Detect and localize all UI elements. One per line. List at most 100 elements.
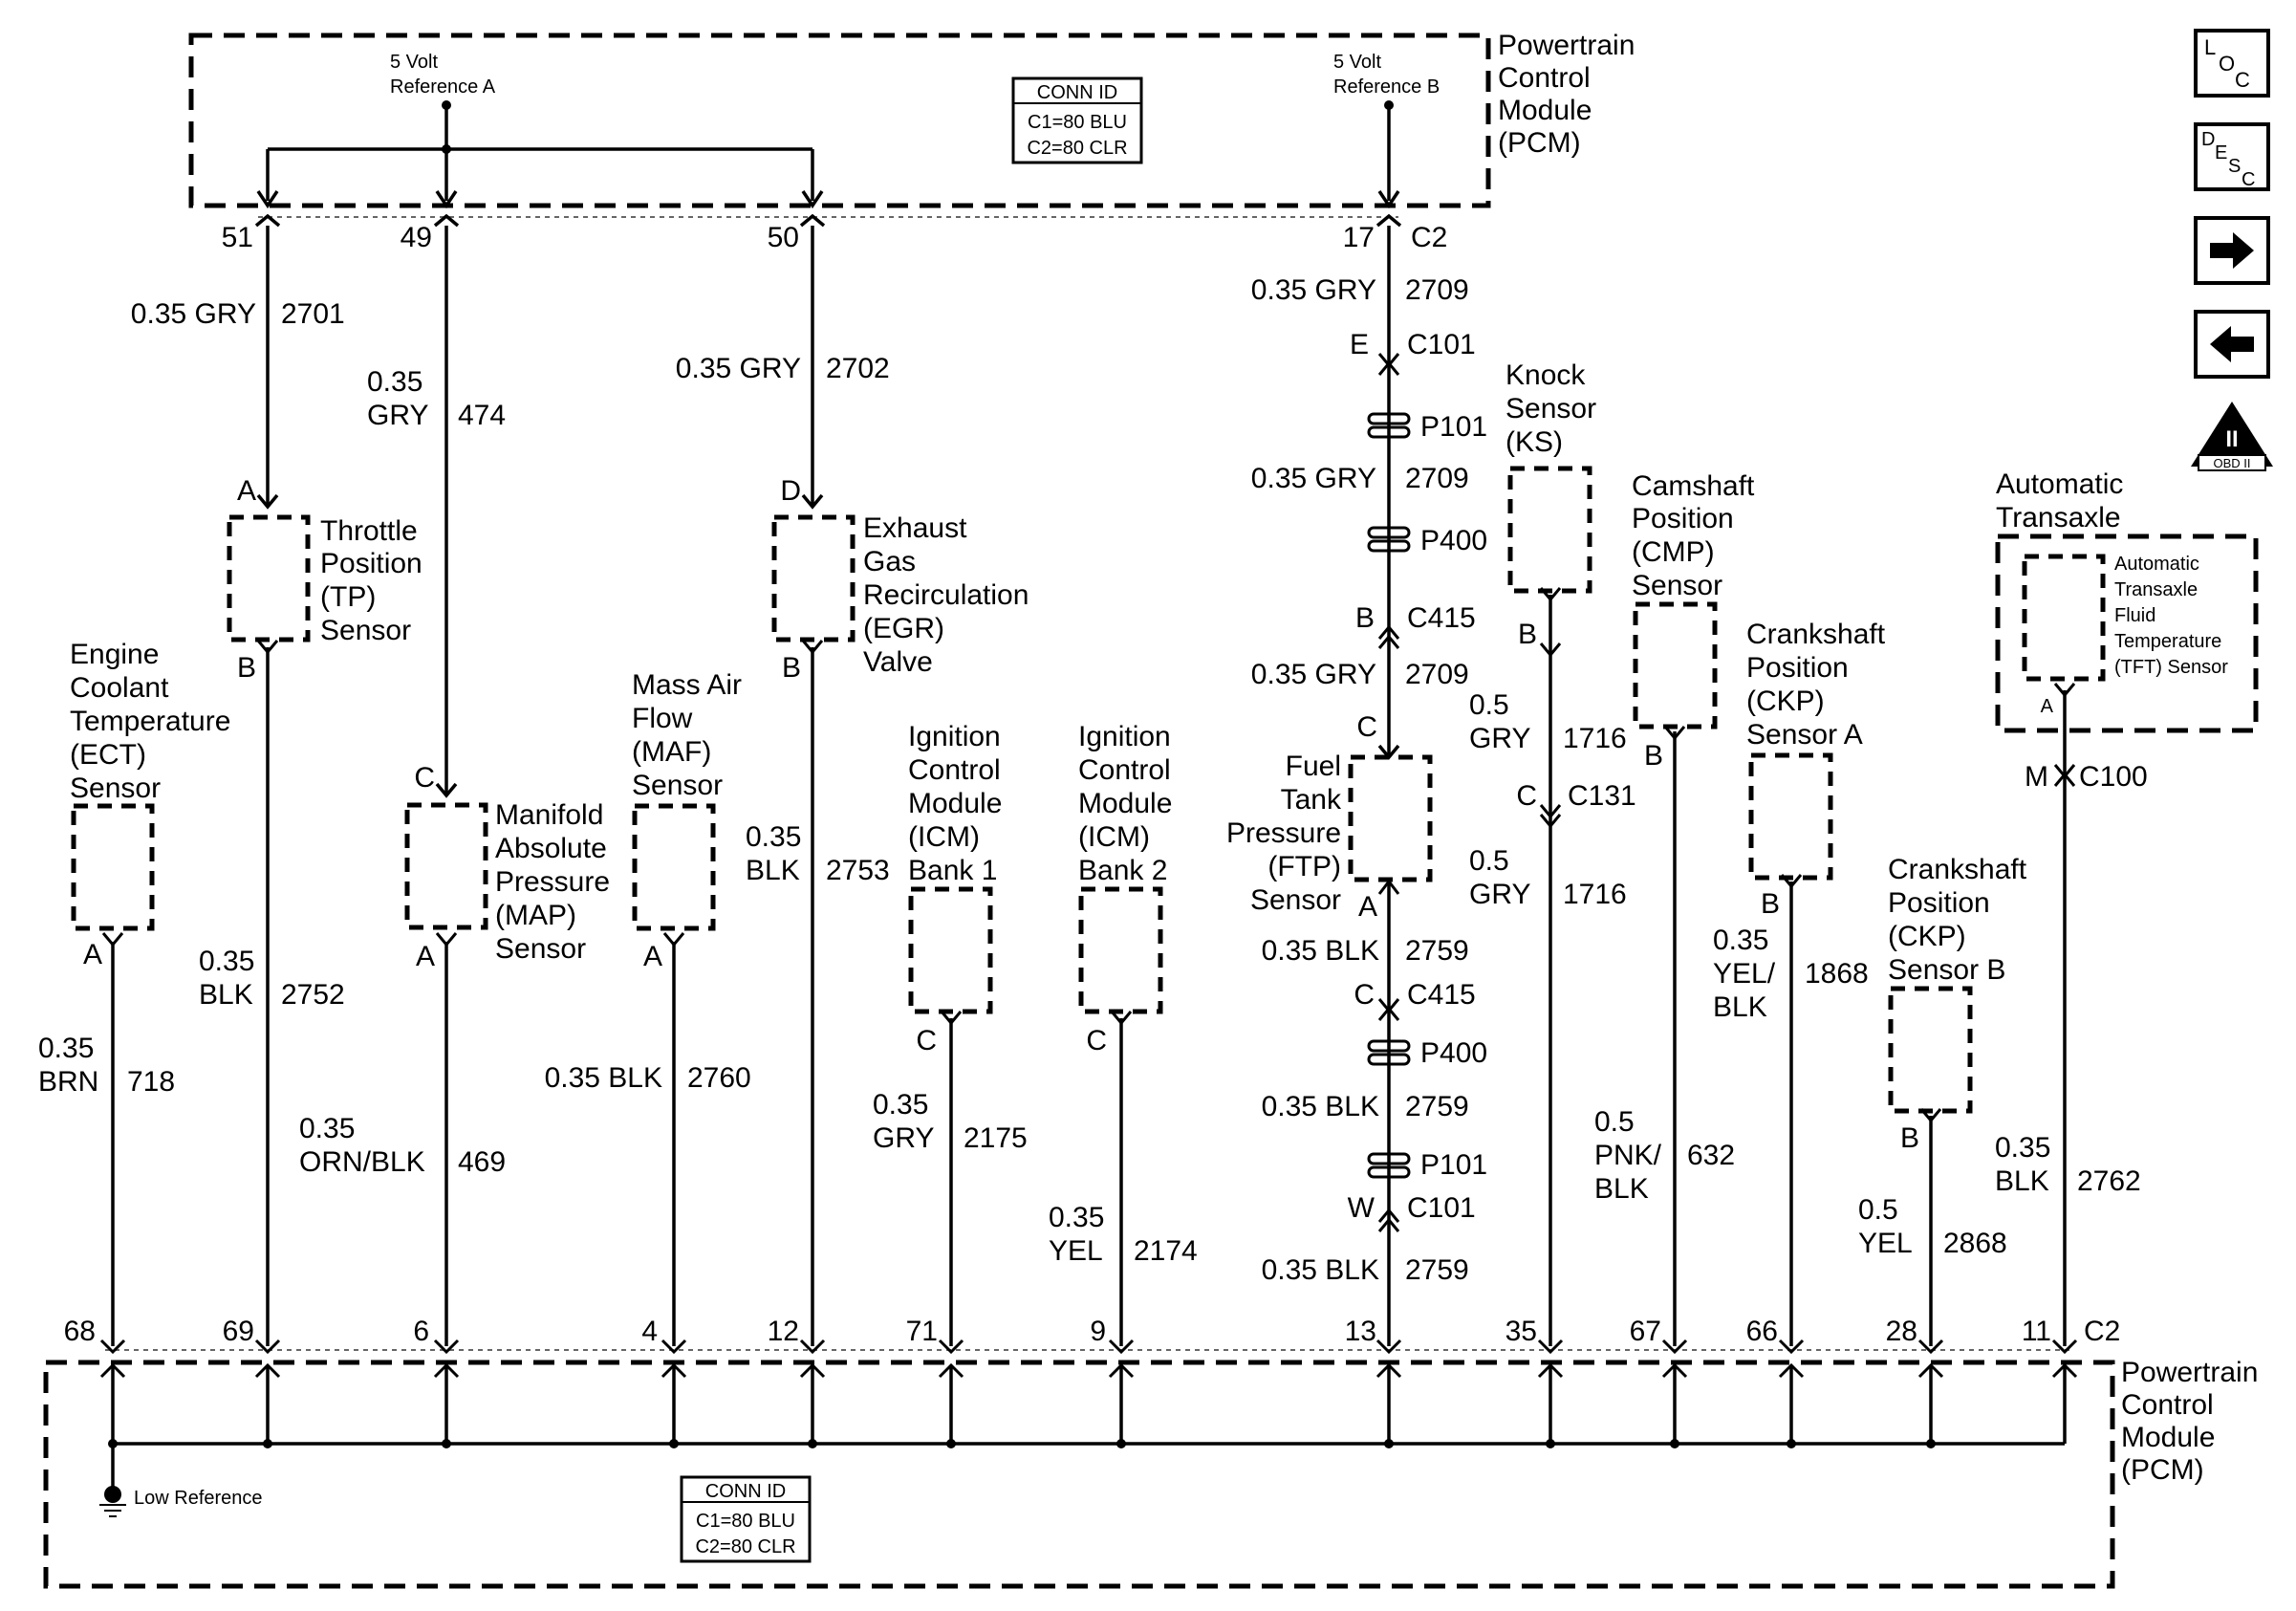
pcm-top-label-1: Powertrain [1498, 30, 1635, 61]
tft-label-3: Fluid [2114, 605, 2155, 626]
egr-valve: Exhaust Gas Recirculation (EGR) Valve D … [771, 475, 1029, 684]
pcm-top-connector: C2 [1411, 222, 1447, 253]
wire-2175-color: GRY [873, 1122, 934, 1154]
wire-1868-id: 1868 [1805, 958, 1869, 990]
wire-labels: 0.35 GRY 2701 0.35 GRY 474 0.35 GRY 2702… [38, 274, 2141, 1286]
conn-id-bottom-c2: C2=80 CLR [695, 1536, 795, 1557]
pin-69: 69 [223, 1316, 254, 1347]
wire-1868-gauge: 0.35 [1713, 925, 1768, 956]
wire-469-id: 469 [458, 1146, 506, 1178]
c101-label-top: C101 [1407, 329, 1476, 360]
trans-label-1: Automatic [1996, 468, 2123, 500]
loc-letter-c: C [2235, 68, 2250, 92]
wire-2709-c-id: 2709 [1405, 659, 1469, 690]
cmp-label-1: Camshaft [1632, 470, 1755, 502]
wire-2759-c-id: 2759 [1405, 1254, 1469, 1286]
tft-label-4: Temperature [2114, 631, 2221, 652]
wire-2760-id: 2760 [687, 1062, 751, 1094]
wire-718-gauge: 0.35 [38, 1033, 94, 1064]
map-label-4: (MAP) [495, 900, 576, 931]
map-label-2: Absolute [495, 833, 607, 864]
loc-letter-o: O [2219, 52, 2235, 76]
wire-632-gauge: 0.5 [1594, 1106, 1635, 1138]
wire-1868-color-1: YEL/ [1713, 958, 1776, 990]
wire-2753-id: 2753 [826, 855, 890, 886]
icm1-label-2: Control [908, 754, 1001, 786]
tft-pin-a: A [2041, 696, 2054, 717]
c100-pin-m: M [2025, 761, 2048, 793]
ect-label-2: Coolant [70, 672, 169, 704]
desc-letter-c: C [2242, 169, 2255, 190]
ckp-sensor-b: Crankshaft Position (CKP) Sensor B B [1888, 854, 2027, 1154]
ect-label-4: (ECT) [70, 739, 146, 771]
pin-71: 71 [906, 1316, 938, 1347]
map-sensor: Manifold Absolute Pressure (MAP) Sensor … [404, 762, 610, 972]
pin-11: 11 [2022, 1316, 2051, 1347]
location-button[interactable]: L O C [2194, 29, 2270, 98]
icm1-label-3: Module [908, 788, 1002, 819]
wire-2752-id: 2752 [281, 979, 345, 1011]
map-label-1: Manifold [495, 799, 603, 831]
pin-17: 17 [1343, 222, 1375, 253]
knock-sensor: Knock Sensor (KS) B [1505, 359, 1596, 650]
ftp-pin-a: A [1358, 891, 1377, 923]
egr-pin-d: D [780, 475, 801, 507]
map-label-5: Sensor [495, 933, 586, 965]
egr-label-2: Gas [863, 546, 916, 577]
wire-2759-b-id: 2759 [1405, 1091, 1469, 1122]
wire-2174-id: 2174 [1134, 1235, 1198, 1267]
egr-label-5: Valve [863, 646, 933, 678]
icm2-label-1: Ignition [1078, 721, 1171, 752]
tp-sensor: Throttle Position (TP) Sensor A B [227, 475, 422, 684]
arrow-right-icon [2210, 232, 2254, 269]
c101-pin-w: W [1348, 1192, 1375, 1224]
p400-label-top: P400 [1420, 525, 1487, 556]
ckpb-pin-b: B [1900, 1122, 1919, 1154]
cmp-sensor: Camshaft Position (CMP) Sensor B [1632, 470, 1755, 772]
ref-a-label-1: 5 Volt [390, 52, 438, 73]
ect-label-5: Sensor [70, 773, 161, 804]
pin-68: 68 [64, 1316, 96, 1347]
map-pin-c: C [414, 762, 435, 794]
ckpb-label-2: Position [1888, 887, 1990, 919]
conn-id-bottom-c1: C1=80 BLU [696, 1511, 795, 1532]
cmp-label-4: Sensor [1632, 570, 1722, 601]
icm1-label-5: Bank 1 [908, 855, 997, 886]
pcm-bottom-connector: C2 [2084, 1316, 2120, 1347]
maf-label-4: Sensor [632, 770, 723, 801]
wire-2868-color: YEL [1858, 1228, 1913, 1259]
description-button[interactable]: D E S C [2194, 122, 2270, 191]
tp-pin-a: A [237, 475, 256, 507]
wire-2709-b-spec: 0.35 GRY [1251, 463, 1376, 494]
maf-sensor: Mass Air Flow (MAF) Sensor A [632, 669, 742, 972]
tp-label-4: Sensor [320, 615, 411, 646]
icm2-pin-c: C [1086, 1025, 1107, 1056]
c101-label-bottom: C101 [1407, 1192, 1476, 1224]
pin-67: 67 [1630, 1316, 1661, 1347]
tp-label-1: Throttle [320, 515, 418, 547]
wire-2174-gauge: 0.35 [1049, 1202, 1104, 1233]
wire-2701-spec: 0.35 GRY [131, 298, 256, 330]
obd-ii-button[interactable]: II OBD II [2191, 402, 2273, 471]
wire-474-id: 474 [458, 400, 506, 431]
ckpa-label-1: Crankshaft [1746, 619, 1886, 650]
pcm-bottom-box [43, 1360, 2115, 1589]
previous-page-button[interactable] [2194, 310, 2270, 379]
pin-9: 9 [1090, 1316, 1106, 1347]
next-page-button[interactable] [2194, 216, 2270, 285]
wire-2759-a-id: 2759 [1405, 935, 1469, 967]
tft-label-1: Automatic [2114, 554, 2199, 575]
automatic-transaxle: Automatic Transaxle Automatic Transaxle … [1995, 468, 2259, 733]
c131-label: C131 [1568, 780, 1636, 812]
cmp-pin-b: B [1644, 740, 1663, 772]
wire-2759-c-spec: 0.35 BLK [1262, 1254, 1379, 1286]
ftp-sensor: Fuel Tank Pressure (FTP) Sensor C A [1226, 711, 1433, 923]
pin-50: 50 [768, 222, 799, 253]
wire-2762-color: BLK [1995, 1165, 2049, 1197]
icm2-label-4: (ICM) [1078, 821, 1150, 853]
c415-pin-c: C [1354, 979, 1375, 1011]
icm2-label-2: Control [1078, 754, 1171, 786]
ckpb-label-3: (CKP) [1888, 921, 1966, 952]
wire-2762-gauge: 0.35 [1995, 1132, 2050, 1164]
